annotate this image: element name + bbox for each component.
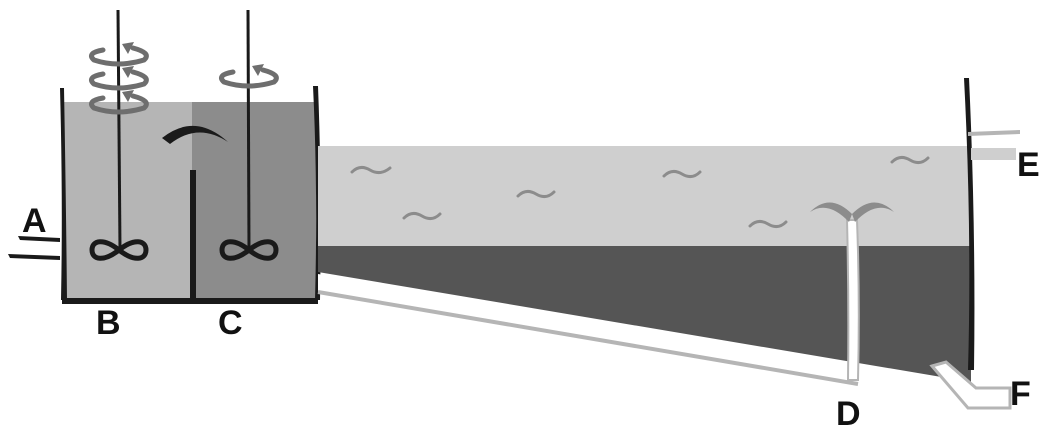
label-c: C xyxy=(218,304,243,342)
outlet-pipe-f xyxy=(929,360,1012,410)
mixer-b-shaft xyxy=(116,9,122,251)
label-d: D xyxy=(836,395,861,433)
clarifier-clear-water xyxy=(318,146,971,246)
tank-left-wall xyxy=(60,88,67,300)
mixer-b-impeller-icon xyxy=(89,239,149,261)
sludge-drain-d-fountain-icon xyxy=(810,202,894,222)
outlet-e-weir xyxy=(968,130,1020,136)
label-e: E xyxy=(1017,146,1040,184)
mixer-c-rotation-arrowhead xyxy=(252,64,264,76)
outlet-pipe-e xyxy=(971,148,1016,160)
tank-divider-wall xyxy=(190,170,196,300)
clarifier-sloped-floor xyxy=(318,274,858,384)
divider-baffle xyxy=(162,125,228,144)
clarifier-sludge-layer xyxy=(318,246,971,382)
label-f: F xyxy=(1010,375,1031,413)
water-surface-waves xyxy=(350,155,930,229)
mixer-c-impeller-icon xyxy=(219,239,279,261)
inlet-pipe-a xyxy=(18,236,60,242)
sludge-drain-d-pipe xyxy=(845,219,860,381)
mixer-b-rotation-arrowheads xyxy=(122,42,134,102)
clarifier-sloped-floor-outline xyxy=(317,290,859,386)
mixer-c-shaft xyxy=(246,9,251,251)
label-b: B xyxy=(96,304,121,342)
tank-c-liquid xyxy=(192,102,316,300)
mixer-b-rotation-icon xyxy=(89,45,149,115)
tank-bottom-wall xyxy=(62,298,318,304)
inlet-pipe-a-lower xyxy=(8,254,60,260)
mixer-c-rotation-icon xyxy=(219,67,279,89)
label-a: A xyxy=(22,202,47,240)
